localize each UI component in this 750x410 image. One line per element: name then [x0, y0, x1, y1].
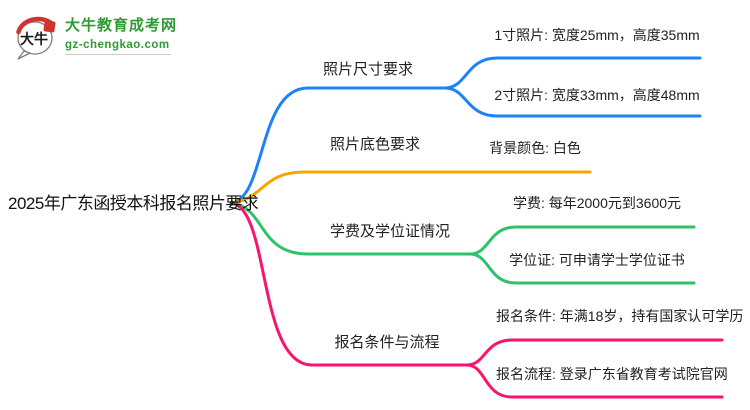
- branch-line-photo-bgcolor: [230, 170, 592, 205]
- logo-icon-text: 大牛: [20, 31, 48, 47]
- leaf-tuition: 学费: 每年2000元到3600元: [512, 195, 682, 211]
- root-topic: 2025年广东函授本科报名照片要求: [8, 194, 259, 213]
- branch-label-enrollment: 报名条件与流程: [334, 334, 440, 351]
- leaf-line-2inch-photo: [443, 86, 702, 118]
- leaf-line-enroll-process: [465, 363, 724, 399]
- branch-line-tuition-degree: [230, 201, 472, 256]
- branch-label-photo-bgcolor: 照片底色要求: [329, 136, 420, 153]
- branch-label-photo-size: 照片尺寸要求: [322, 61, 413, 78]
- leaf-bg-color: 背景颜色: 白色: [489, 140, 581, 156]
- daniu-bubble-icon: 大牛: [16, 16, 56, 60]
- hub-dot: [229, 200, 235, 206]
- leaf-enroll-process: 报名流程: 登录广东省教育考试院官网: [496, 366, 728, 382]
- leaf-line-1inch-photo: [443, 56, 702, 90]
- logo-subtitle: gz-chengkao.com: [65, 38, 171, 55]
- site-logo[interactable]: 大牛 大牛教育成考网 gz-chengkao.com: [14, 12, 177, 60]
- logo-text-block: 大牛教育成考网 gz-chengkao.com: [65, 17, 177, 55]
- branch-line-enrollment: [230, 201, 469, 367]
- logo-seal: [43, 20, 56, 33]
- leaf-line-tuition: [468, 225, 696, 256]
- leaf-1inch-photo: 1寸照片: 宽度25mm，高度35mm: [494, 27, 700, 43]
- logo-title: 大牛教育成考网: [65, 17, 178, 34]
- branch-line-photo-size: [230, 86, 447, 205]
- leaf-enroll-conditions: 报名条件: 年满18岁，持有国家认可学历: [496, 308, 744, 324]
- branch-label-tuition-degree: 学费及学位证情况: [329, 223, 450, 240]
- leaf-line-enroll-conditions: [465, 338, 724, 367]
- leaf-2inch-photo: 2寸照片: 宽度33mm，高度48mm: [494, 87, 700, 103]
- leaf-degree-cert: 学位证: 可申请学士学位证书: [509, 252, 685, 268]
- leaf-line-degree-cert: [468, 252, 696, 285]
